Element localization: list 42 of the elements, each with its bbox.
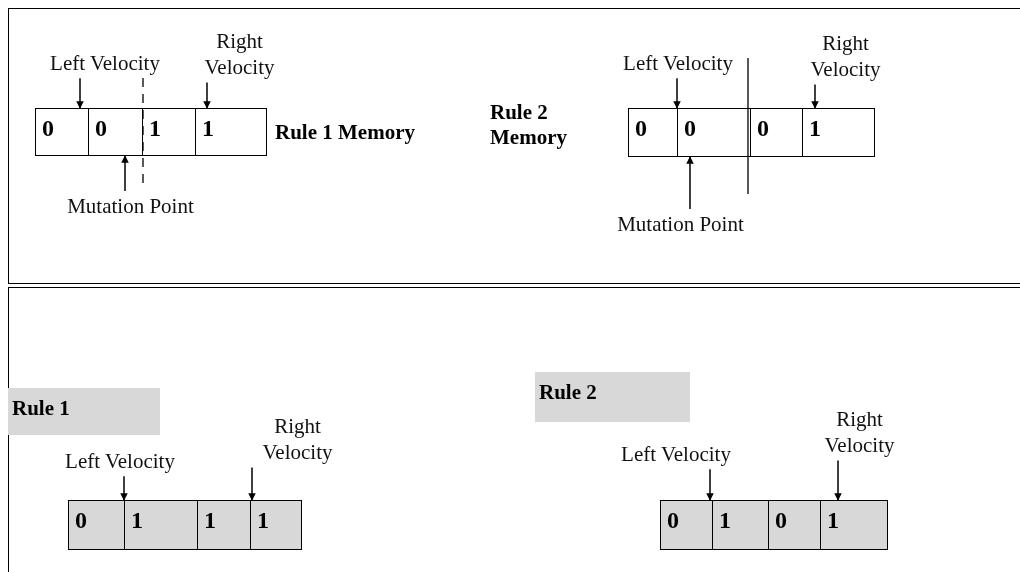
arrow xyxy=(673,77,681,109)
memory-strip xyxy=(68,500,302,550)
memory-cell: 1 xyxy=(251,501,303,549)
pointer-label: Mutation Point xyxy=(598,211,763,238)
memory-strip xyxy=(660,500,888,550)
pointer-label: Left Velocity xyxy=(45,448,195,475)
memory-cell: 1 xyxy=(821,501,889,549)
pointer-label: Left Velocity xyxy=(30,50,180,77)
arrow xyxy=(76,77,84,109)
memory-cell: 1 xyxy=(125,501,198,549)
pointer-label: Right Velocity xyxy=(798,30,893,83)
memory-cell: 1 xyxy=(713,501,769,549)
memory-cell: 0 xyxy=(678,109,751,156)
memory-cell: 0 xyxy=(751,109,803,156)
memory-cell: 0 xyxy=(36,109,89,155)
pointer-label: Right Velocity xyxy=(192,28,287,81)
arrow xyxy=(203,81,211,109)
pointer-label: Left Velocity xyxy=(601,441,751,468)
memory-cell: 0 xyxy=(69,501,125,549)
arrow xyxy=(120,475,128,501)
rule-heading: Rule 2 xyxy=(535,372,690,422)
strip-label: Rule 1 Memory xyxy=(275,120,416,145)
pointer-label: Right Velocity xyxy=(812,406,907,459)
memory-cell: 1 xyxy=(803,109,876,156)
pointer-label: Mutation Point xyxy=(48,193,213,220)
memory-cell: 0 xyxy=(629,109,678,156)
memory-cell: 0 xyxy=(89,109,143,155)
memory-cell: 0 xyxy=(661,501,713,549)
pointer-label: Left Velocity xyxy=(603,50,753,77)
arrow xyxy=(121,155,129,192)
memory-cell: 1 xyxy=(198,501,251,549)
arrow xyxy=(811,83,819,109)
memory-cell: 1 xyxy=(196,109,268,155)
arrow xyxy=(248,466,256,501)
pointer-label: Right Velocity xyxy=(250,413,345,466)
arrow xyxy=(834,459,842,501)
rule-heading: Rule 1 xyxy=(8,388,160,435)
arrow xyxy=(706,468,714,501)
arrow xyxy=(686,156,694,210)
memory-cell: 0 xyxy=(769,501,821,549)
memory-cell: 1 xyxy=(143,109,196,155)
strip-label: Rule 2 Memory xyxy=(490,100,568,150)
